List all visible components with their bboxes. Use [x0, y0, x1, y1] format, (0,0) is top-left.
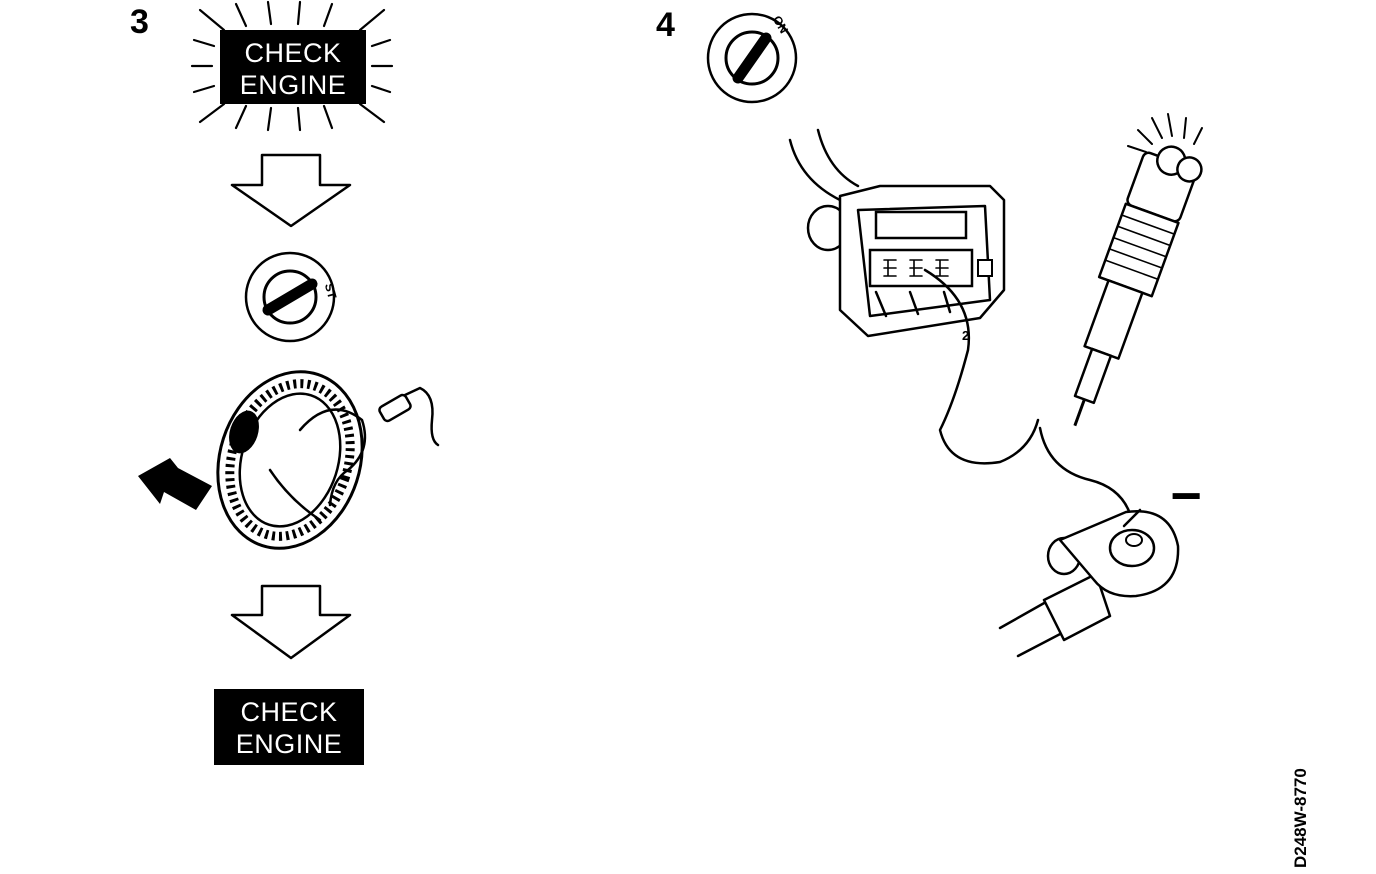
ground-sign: −: [1170, 466, 1202, 526]
lamp-steady-line1: CHECK: [240, 697, 337, 727]
flywheel-sensor-icon: [138, 370, 440, 550]
lamp-glow-rays: [1127, 113, 1203, 153]
test-wire-connector: [923, 268, 1040, 465]
lamp-steady-line2: ENGINE: [236, 729, 343, 759]
direction-arrow-icon: [138, 458, 212, 510]
flash-rays: [190, 0, 394, 132]
lamp-flashing-line1: CHECK: [244, 38, 341, 68]
ignition-key-icon: ST: [244, 251, 340, 343]
arrow-down-icon: [230, 584, 352, 660]
ground-terminal-icon: [998, 508, 1180, 658]
check-engine-lamp-flashing: CHECK ENGINE: [190, 0, 394, 132]
ignition-key-icon: ON: [706, 12, 798, 104]
connector-icon: 2: [788, 128, 1006, 343]
ignition-key-label-st: ST: [322, 282, 340, 301]
connector-pin-label: 2: [962, 328, 969, 343]
figure-code: D248W-8770: [1291, 768, 1310, 868]
arrow-down-icon: [230, 153, 352, 228]
step-3-number: 3: [130, 3, 149, 41]
test-lamp-icon: [1073, 113, 1203, 427]
check-engine-lamp-steady: CHECK ENGINE: [214, 689, 364, 765]
step-4-number: 4: [656, 6, 675, 44]
test-wire-ground: [1038, 426, 1136, 534]
lamp-flashing-line2: ENGINE: [240, 70, 347, 100]
